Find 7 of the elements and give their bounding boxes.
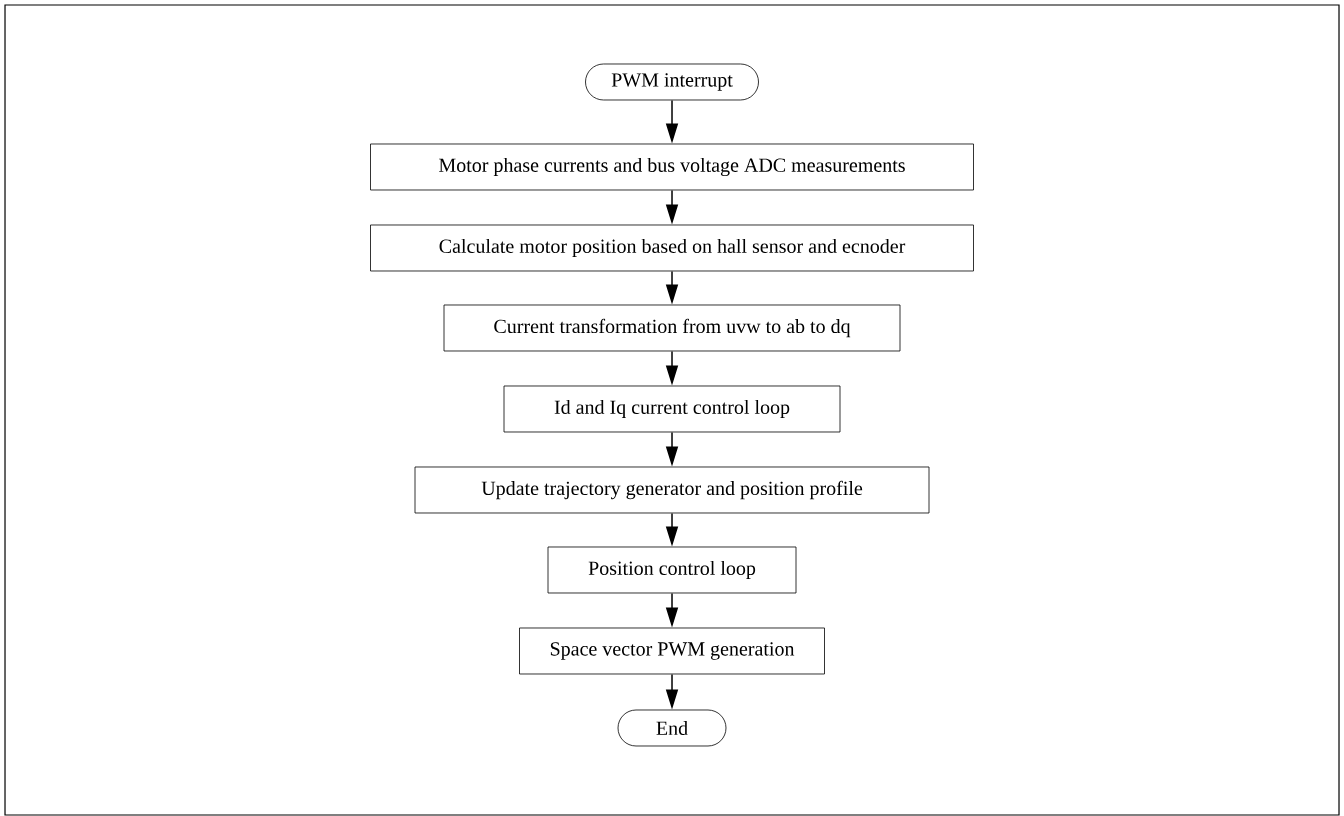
process-box: Calculate motor position based on hall sensor and ecnoder [370, 224, 974, 272]
process-box: Id and Iq current control loop [503, 385, 841, 433]
process-box: Update trajectory generator and position profile [414, 466, 930, 514]
process-box: Motor phase currents and bus voltage ADC measurements [370, 143, 974, 191]
process-box: Current transformation from uvw to ab to dq [443, 304, 901, 352]
process-box: Space vector PWM generation [519, 627, 825, 675]
process-box: Position control loop [547, 546, 797, 594]
